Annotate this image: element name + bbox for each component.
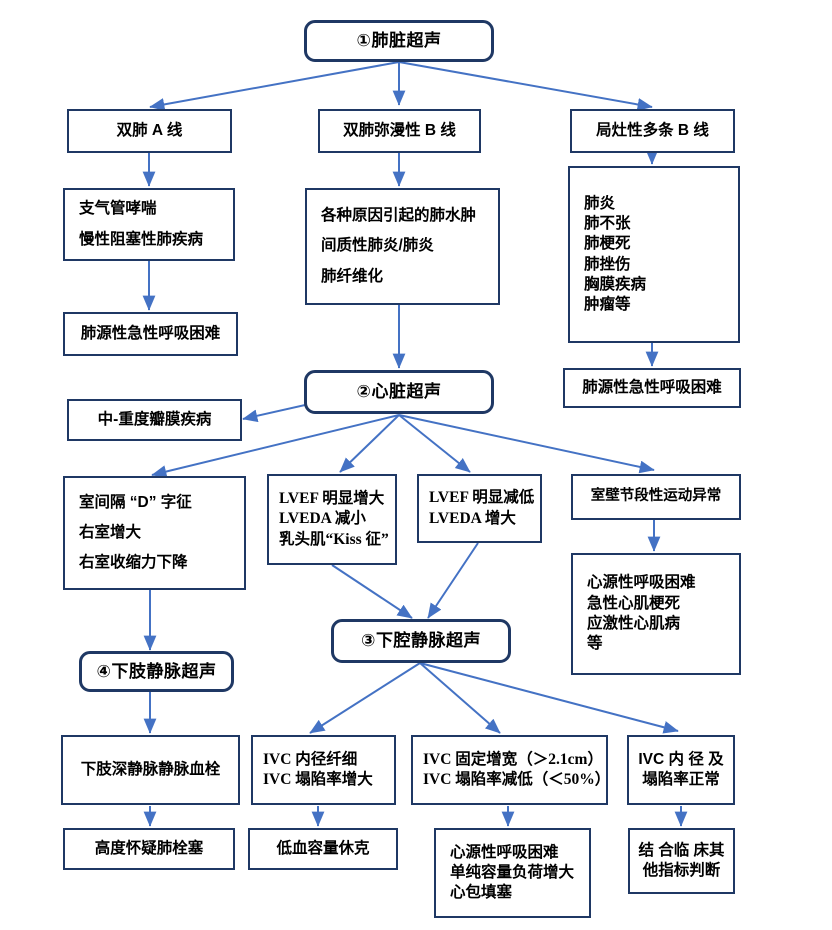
- node-line: ②心脏超声: [356, 382, 442, 402]
- node-line: 高度怀疑肺栓塞: [94, 839, 204, 857]
- node-line: IVC 塌陷率增大: [263, 771, 373, 788]
- node-line: 心源性呼吸困难: [587, 574, 696, 592]
- node-line: 下肢深静脉静脉血栓: [80, 760, 221, 778]
- node-line: 慢性阻塞性肺疾病: [79, 230, 204, 248]
- node-line: IVC 塌陷率减低（＜50%）: [423, 771, 611, 788]
- node-lvef-decreased[interactable]: LVEF 明显减低 LVEDA 增大: [417, 474, 542, 543]
- node-line: 间质性肺炎/肺炎: [321, 237, 434, 255]
- node-line: 各种原因引起的肺水肿: [321, 207, 477, 225]
- node-line: 支气管哮喘: [79, 200, 157, 218]
- node-line: LVEDA 减小: [279, 510, 366, 528]
- node-dvt[interactable]: 下肢深静脉静脉血栓: [61, 735, 240, 805]
- node-line: ④下肢静脉超声: [96, 661, 217, 681]
- node-focal-lesion-group[interactable]: 肺炎 肺不张 肺梗死 肺挫伤 胸膜疾病 肿瘤等: [568, 166, 740, 343]
- node-line: 室壁节段性运动异常: [590, 488, 722, 505]
- node-line: 右室增大: [79, 523, 142, 541]
- node-d-sign-rv[interactable]: 室间隔 “D” 字征 右室增大 右室收缩力下降: [63, 476, 246, 590]
- node-line: 肿瘤等: [584, 296, 631, 314]
- node-line: IVC 内径纤细: [263, 750, 358, 768]
- node-line: 急性心肌梗死: [587, 594, 681, 612]
- node-cardiac-ultrasound[interactable]: ②心脏超声: [304, 370, 494, 414]
- node-line: ①肺脏超声: [356, 31, 442, 51]
- node-focal-b-lines[interactable]: 局灶性多条 B 线: [570, 109, 735, 153]
- node-a-lines[interactable]: 双肺 A 线: [67, 109, 232, 153]
- node-line: 肺梗死: [584, 235, 631, 253]
- node-line: 中-重度瓣膜疾病: [97, 410, 212, 428]
- node-line: 结 合临 床其: [638, 841, 725, 859]
- node-line: 肺源性急性呼吸困难: [582, 378, 722, 396]
- node-pulmonary-edema-group[interactable]: 各种原因引起的肺水肿 间质性肺炎/肺炎 肺纤维化: [305, 188, 500, 305]
- node-line: 心包填塞: [450, 884, 513, 902]
- node-hypovolemic-shock[interactable]: 低血容量休克: [248, 828, 398, 870]
- node-line: 右室收缩力下降: [79, 554, 188, 572]
- node-line: 肺源性急性呼吸困难: [80, 324, 221, 342]
- node-line: 肺炎: [584, 194, 616, 212]
- node-pulmonary-dyspnea-right[interactable]: 肺源性急性呼吸困难: [563, 368, 741, 408]
- node-line: 等: [587, 635, 603, 653]
- node-line: LVEF 明显减低: [429, 489, 535, 507]
- node-line: 肺纤维化: [321, 267, 384, 285]
- node-line: 胸膜疾病: [584, 275, 647, 293]
- node-line: 应激性心肌病: [587, 615, 681, 632]
- node-line: 双肺弥漫性 B 线: [343, 121, 456, 139]
- node-pulmonary-embolism[interactable]: 高度怀疑肺栓塞: [63, 828, 235, 870]
- node-line: ③下腔静脉超声: [361, 631, 481, 651]
- node-asthma-copd[interactable]: 支气管哮喘 慢性阻塞性肺疾病: [63, 188, 235, 261]
- node-ivc-dilated[interactable]: IVC 固定增宽（＞2.1cm） IVC 塌陷率减低（＜50%）: [411, 735, 611, 805]
- node-line: 肺不张: [584, 214, 631, 232]
- node-line: 塌陷率正常: [642, 771, 720, 788]
- node-line: 乳头肌“Kiss 征”: [279, 530, 389, 548]
- node-diffuse-b-lines[interactable]: 双肺弥漫性 B 线: [318, 109, 481, 153]
- node-line: 单纯容量负荷增大: [450, 863, 575, 881]
- node-lvef-increased[interactable]: LVEF 明显增大 LVEDA 减小 乳头肌“Kiss 征”: [267, 474, 397, 565]
- node-line: 室间隔 “D” 字征: [79, 493, 192, 511]
- node-cardiogenic-dyspnea-group[interactable]: 心源性呼吸困难 单纯容量负荷增大 心包填塞: [434, 828, 591, 918]
- node-line: 心源性呼吸困难: [450, 843, 559, 861]
- node-ivc-narrow[interactable]: IVC 内径纤细 IVC 塌陷率增大: [251, 735, 396, 805]
- node-line: IVC 内 径 及: [638, 750, 724, 768]
- node-ivc-normal[interactable]: IVC 内 径 及 塌陷率正常: [627, 735, 735, 805]
- node-line: LVEDA 增大: [429, 509, 516, 527]
- node-lung-ultrasound[interactable]: ①肺脏超声: [304, 20, 494, 62]
- node-valvular-disease[interactable]: 中-重度瓣膜疾病: [67, 399, 242, 441]
- node-leg-vein-ultrasound[interactable]: ④下肢静脉超声: [79, 651, 234, 692]
- node-line: 肺挫伤: [584, 255, 631, 273]
- node-ivc-ultrasound[interactable]: ③下腔静脉超声: [331, 619, 511, 663]
- node-line: 低血容量休克: [276, 839, 370, 857]
- node-cardiac-causes-group[interactable]: 心源性呼吸困难 急性心肌梗死 应激性心肌病 等: [571, 553, 741, 675]
- node-line: 他指标判断: [642, 862, 721, 879]
- node-line: LVEF 明显增大: [279, 490, 385, 508]
- node-clinical-judgement[interactable]: 结 合临 床其 他指标判断: [628, 828, 735, 894]
- node-regional-wall-motion[interactable]: 室壁节段性运动异常: [571, 474, 741, 520]
- node-line: 双肺 A 线: [116, 121, 183, 139]
- node-line: IVC 固定增宽（＞2.1cm）: [423, 750, 603, 768]
- node-pulmonary-dyspnea-left[interactable]: 肺源性急性呼吸困难: [63, 312, 238, 356]
- node-line: 局灶性多条 B 线: [596, 121, 709, 139]
